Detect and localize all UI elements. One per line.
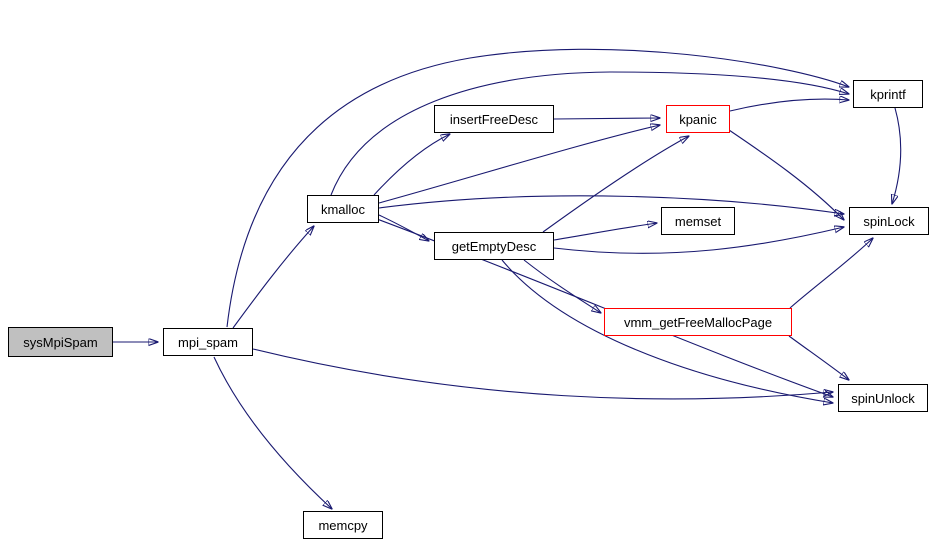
- node-insertFreeDesc[interactable]: insertFreeDesc: [434, 105, 554, 133]
- node-spinLock[interactable]: spinLock: [849, 207, 929, 235]
- node-memset[interactable]: memset: [661, 207, 735, 235]
- edge-mpi_spam-spinUnlock: [252, 348, 833, 400]
- node-spinUnlock[interactable]: spinUnlock: [838, 384, 928, 412]
- edge-kmalloc-kpanic: [378, 125, 660, 204]
- edge-getEmptyDesc-vmm_getFreeMallocPage: [523, 259, 601, 313]
- edge-mpi_spam-memcpy: [213, 356, 332, 509]
- node-memcpy[interactable]: memcpy: [303, 511, 383, 539]
- node-sysMpiSpam: sysMpiSpam: [8, 327, 113, 357]
- edge-kprintf-spinLock: [892, 107, 902, 204]
- edge-kmalloc-insertFreeDesc: [373, 134, 450, 196]
- edge-getEmptyDesc-memset: [553, 223, 657, 241]
- node-mpi_spam[interactable]: mpi_spam: [163, 328, 253, 356]
- edge-kmalloc-kprintf: [330, 71, 849, 196]
- node-kprintf[interactable]: kprintf: [853, 80, 923, 108]
- edge-kmalloc-getEmptyDesc: [378, 214, 429, 241]
- edge-insertFreeDesc-kpanic: [553, 118, 660, 119]
- node-vmm_getFreeMallocPage[interactable]: vmm_getFreeMallocPage: [604, 308, 792, 336]
- node-getEmptyDesc[interactable]: getEmptyDesc: [434, 232, 554, 260]
- edge-getEmptyDesc-spinUnlock: [501, 259, 833, 403]
- edge-getEmptyDesc-spinLock: [553, 227, 844, 254]
- edge-kpanic-kprintf: [729, 99, 849, 112]
- edge-getEmptyDesc-kpanic: [542, 136, 689, 233]
- edge-kpanic-spinLock: [728, 129, 844, 220]
- edge-vmm_getFreeMallocPage-spinUnlock: [788, 335, 849, 380]
- node-kpanic[interactable]: kpanic: [666, 105, 730, 133]
- edge-vmm_getFreeMallocPage-spinLock: [789, 238, 873, 309]
- edge-mpi_spam-kprintf: [226, 48, 849, 328]
- edge-mpi_spam-kmalloc: [232, 226, 314, 329]
- edge-kmalloc-spinLock: [378, 195, 844, 214]
- node-kmalloc[interactable]: kmalloc: [307, 195, 379, 223]
